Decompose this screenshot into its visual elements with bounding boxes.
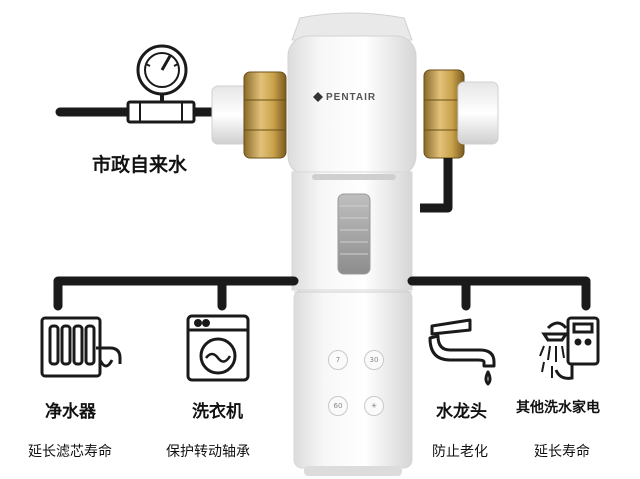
distribution-manifold [53,276,591,311]
water-purifier-icon [40,316,122,378]
control-button-4[interactable]: ☀ [364,396,384,416]
water-heater-icon [539,316,600,380]
pressure-gauge-icon [126,44,196,124]
brand-logo-icon [313,92,323,102]
outlet-pipe [420,158,453,213]
faucet-icon [428,318,496,386]
output-benefit-faucet: 防止老化 [432,444,488,460]
output-title-purifier: 净水器 [45,402,96,422]
outlet-fitting [423,69,499,159]
output-benefit-appliances: 延长寿命 [534,444,590,460]
inlet-fitting [211,71,287,159]
output-benefit-washer: 保护转动轴承 [166,444,250,460]
filter-unit [287,12,417,476]
output-title-faucet: 水龙头 [436,402,487,422]
output-benefit-purifier: 延长滤芯寿命 [28,444,112,460]
output-title-appliances: 其他洗水家电 [516,400,600,416]
control-button-3[interactable]: 60 [328,396,348,416]
brand-text: PENTAIR [326,92,377,103]
output-title-washer: 洗衣机 [192,402,243,422]
control-button-2[interactable]: 30 [364,350,384,370]
source-label: 市政自来水 [92,154,188,176]
washing-machine-icon [186,314,250,382]
control-button-1[interactable]: 7 [328,350,348,370]
